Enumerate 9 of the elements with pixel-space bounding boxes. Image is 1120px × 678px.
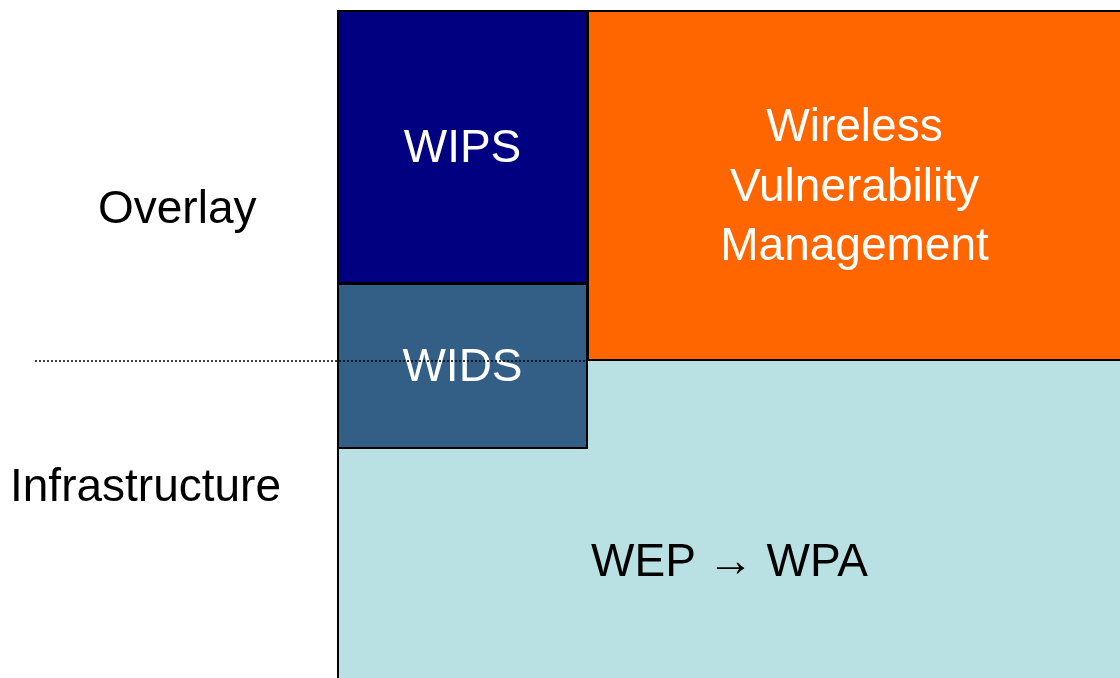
layer-label: WIPS bbox=[403, 119, 522, 175]
tier-label: Infrastructure bbox=[10, 458, 281, 512]
layer-label: Wireless Vulnerability Management bbox=[719, 97, 990, 273]
tier-label: Overlay bbox=[98, 180, 257, 234]
layer-box bbox=[337, 10, 588, 284]
layer-label: WIDS bbox=[402, 338, 523, 394]
layer-label: WEP → WPA bbox=[591, 533, 868, 588]
layer-box bbox=[337, 283, 588, 449]
layer-box bbox=[587, 10, 1120, 361]
